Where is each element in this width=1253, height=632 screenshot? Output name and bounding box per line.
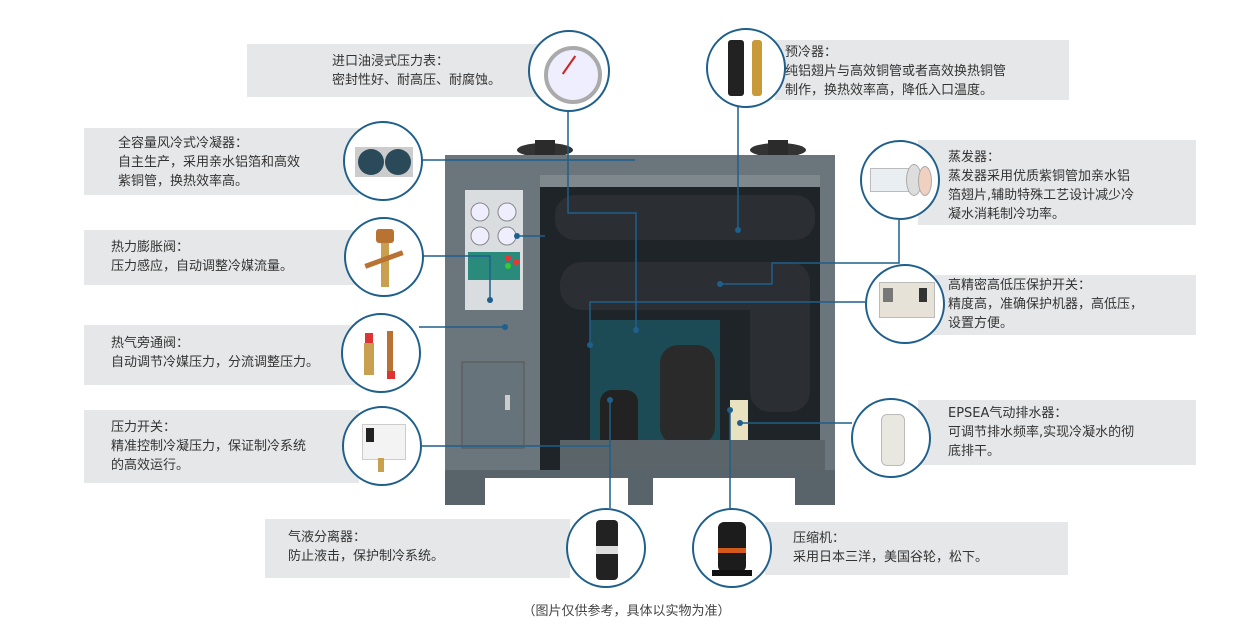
callout-title: 压力开关： xyxy=(111,420,177,435)
callout-desc: 自主生产，采用亲水铝箔和高效 xyxy=(118,155,301,170)
bypass-valve-icon xyxy=(341,313,421,393)
callout-title: 预冷器： xyxy=(785,45,838,60)
callout-hl-pressure-switch: 高精密高低压保护开关： 精度高，准确保护机器，高低压， 设置方便。 xyxy=(918,275,1196,335)
callout-title: EPSEA气动排水器： xyxy=(948,406,1068,421)
callout-desc: 紫铜管，换热效率高。 xyxy=(118,174,249,189)
callout-precooler: 预冷器： 纯铝翅片与高效铜管或者高效换热铜管 制作，换热效率高，降低入口温度。 xyxy=(775,40,1069,100)
condenser-icon xyxy=(343,121,423,201)
callout-title: 气液分离器： xyxy=(288,530,367,545)
callout-compressor: 压缩机： 采用日本三洋，美国谷轮，松下。 xyxy=(765,522,1068,575)
callout-desc: 设置方便。 xyxy=(948,316,1014,331)
callout-desc: 箔翅片,辅助特殊工艺设计减少冷 xyxy=(948,188,1135,203)
callout-title: 热力膨胀阀： xyxy=(111,240,190,255)
callout-title: 压缩机： xyxy=(793,531,846,546)
callout-gauge: 进口油浸式压力表： 密封性好、耐高压、耐腐蚀。 xyxy=(247,44,542,97)
callout-title: 进口油浸式压力表： xyxy=(332,54,450,69)
callout-desc: 防止液击，保护制冷系统。 xyxy=(288,549,445,564)
precooler-icon xyxy=(706,28,786,108)
callout-title: 高精密高低压保护开关： xyxy=(948,278,1092,293)
callout-desc: 可调节排水频率,实现冷凝水的彻 xyxy=(948,425,1135,440)
expansion-valve-icon xyxy=(344,217,424,297)
callout-title: 热气旁通阀： xyxy=(111,336,190,351)
callout-desc: 精准控制冷凝压力，保证制冷系统 xyxy=(111,439,307,454)
callout-separator: 气液分离器： 防止液击，保护制冷系统。 xyxy=(265,519,570,578)
callout-desc: 蒸发器采用优质紫铜管加亲水铝 xyxy=(948,169,1131,184)
callout-desc: 底排干。 xyxy=(948,444,1001,459)
callout-bypass-valve: 热气旁通阀： 自动调节冷媒压力，分流调整压力。 xyxy=(84,325,359,385)
caption: （图片仅供参考，具体以实物为准） xyxy=(522,604,731,619)
callout-expansion-valve: 热力膨胀阀： 压力感应，自动调整冷媒流量。 xyxy=(84,230,359,285)
callout-drain: EPSEA气动排水器： 可调节排水频率,实现冷凝水的彻 底排干。 xyxy=(918,400,1196,465)
callout-desc: 凝水消耗制冷功率。 xyxy=(948,207,1066,222)
callout-condenser: 全容量风冷式冷凝器： 自主生产，采用亲水铝箔和高效 紫铜管，换热效率高。 xyxy=(84,128,359,195)
callout-desc: 精度高，准确保护机器，高低压， xyxy=(948,297,1144,312)
callout-desc: 采用日本三洋，美国谷轮，松下。 xyxy=(793,550,989,565)
separator-icon xyxy=(566,508,646,588)
callout-desc: 纯铝翅片与高效铜管或者高效换热铜管 xyxy=(785,64,1007,79)
callout-title: 全容量风冷式冷凝器： xyxy=(118,136,249,151)
pressure-gauge-icon xyxy=(528,30,610,112)
drain-valve-icon xyxy=(851,398,931,478)
callout-desc: 的高效运行。 xyxy=(111,458,190,473)
callout-desc: 密封性好、耐高压、耐腐蚀。 xyxy=(332,73,502,88)
compressor-icon xyxy=(692,508,772,588)
callout-title: 蒸发器： xyxy=(948,150,1001,165)
callout-desc: 制作，换热效率高，降低入口温度。 xyxy=(785,83,994,98)
callout-desc: 自动调节冷媒压力，分流调整压力。 xyxy=(111,355,320,370)
hl-pressure-switch-icon xyxy=(865,264,945,344)
pressure-switch-icon xyxy=(342,406,422,486)
callout-pressure-switch: 压力开关： 精准控制冷凝压力，保证制冷系统 的高效运行。 xyxy=(84,410,359,483)
evaporator-icon xyxy=(860,140,940,220)
callout-evaporator: 蒸发器： 蒸发器采用优质紫铜管加亲水铝 箔翅片,辅助特殊工艺设计减少冷 凝水消耗… xyxy=(918,140,1196,225)
callout-desc: 压力感应，自动调整冷媒流量。 xyxy=(111,259,294,274)
